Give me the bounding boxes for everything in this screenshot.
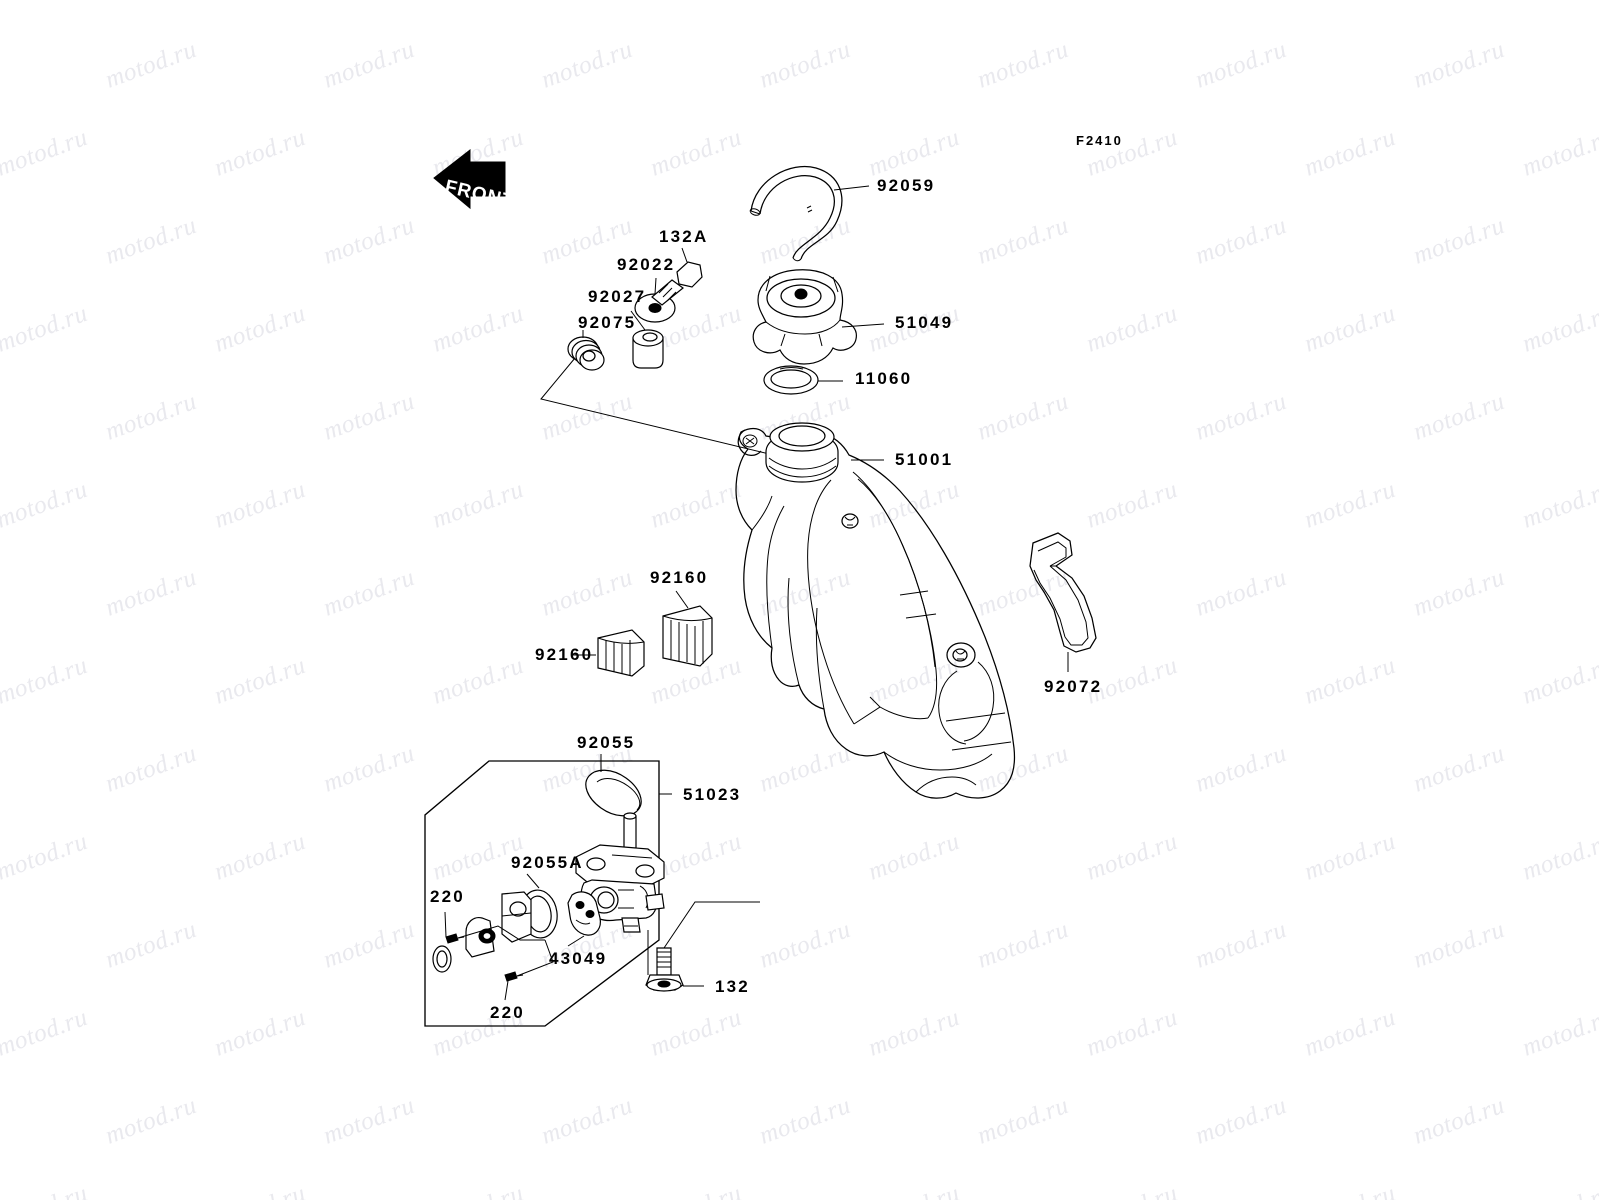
leader-220-upper-to-part: [457, 925, 545, 941]
valve-bracket-part: [432, 891, 532, 973]
tank-fastener-upper: [841, 513, 859, 529]
leader-92059: [833, 185, 870, 191]
damper-92160-upper-part: [662, 605, 713, 667]
leader-132-routing: [663, 901, 760, 949]
leader-92022: [654, 277, 657, 295]
leader-92160-upper: [675, 590, 689, 609]
fuel-cap-51049-part: [752, 269, 857, 365]
leader-132A: [681, 247, 688, 263]
callout-label-132A[interactable]: 132A: [659, 227, 709, 246]
fuel-petcock-part: [575, 812, 665, 933]
tank-filler-neck: [765, 422, 839, 483]
packing-43049-part: [567, 891, 601, 936]
callout-label-92055A[interactable]: 92055A: [511, 853, 584, 872]
damper-92075-part: [567, 336, 605, 371]
leader-220-lower-to-part: [516, 939, 554, 977]
damper-92160-lower-part: [597, 629, 645, 677]
fuel-tank-51001-part: [735, 422, 1016, 799]
callout-label-220-lower[interactable]: 220: [490, 1003, 525, 1022]
leader-51049: [841, 323, 885, 328]
callout-label-43049[interactable]: 43049: [549, 949, 608, 968]
leader-220-lower: [504, 980, 509, 1001]
bolt-132-part: [645, 947, 684, 992]
collar-92027-part: [632, 329, 664, 369]
tank-mount-tab-upper: [737, 429, 762, 456]
leader-43049: [567, 935, 585, 947]
callout-label-220-upper[interactable]: 220: [430, 887, 465, 906]
diagram-code: F2410: [1076, 133, 1123, 148]
leader-220-upper: [444, 911, 447, 938]
callout-label-11060[interactable]: 11060: [855, 369, 913, 388]
callout-label-51023[interactable]: 51023: [683, 785, 742, 804]
leader-92055A: [526, 873, 540, 889]
callout-label-92072[interactable]: 92072: [1044, 677, 1103, 696]
callout-label-92055[interactable]: 92055: [577, 733, 636, 752]
callout-label-92022[interactable]: 92022: [617, 255, 676, 274]
front-arrow-icon: FRONT: [433, 148, 516, 213]
callout-label-92059[interactable]: 92059: [877, 176, 936, 195]
fuel-tap-inset-box: [424, 760, 660, 1027]
tank-mount-lower-right: [938, 642, 995, 745]
callout-label-92075[interactable]: 92075: [578, 313, 637, 332]
leader-92027: [630, 310, 646, 331]
callout-label-51049[interactable]: 51049: [895, 313, 954, 332]
callout-label-92027[interactable]: 92027: [588, 287, 647, 306]
vent-hose-92059-part: [749, 166, 843, 262]
o-ring-92055-part: [585, 769, 642, 817]
bolt-132A-part: [651, 261, 703, 306]
callout-label-92160-lower[interactable]: 92160: [535, 645, 594, 664]
gasket-11060-part: [763, 365, 819, 395]
callout-label-92160-upper[interactable]: 92160: [650, 568, 709, 587]
callout-label-132[interactable]: 132: [715, 977, 750, 996]
callout-label-51001[interactable]: 51001: [895, 450, 954, 469]
tank-strap-92072-part: [1029, 532, 1097, 653]
screw-220-lower-part: [504, 971, 524, 982]
